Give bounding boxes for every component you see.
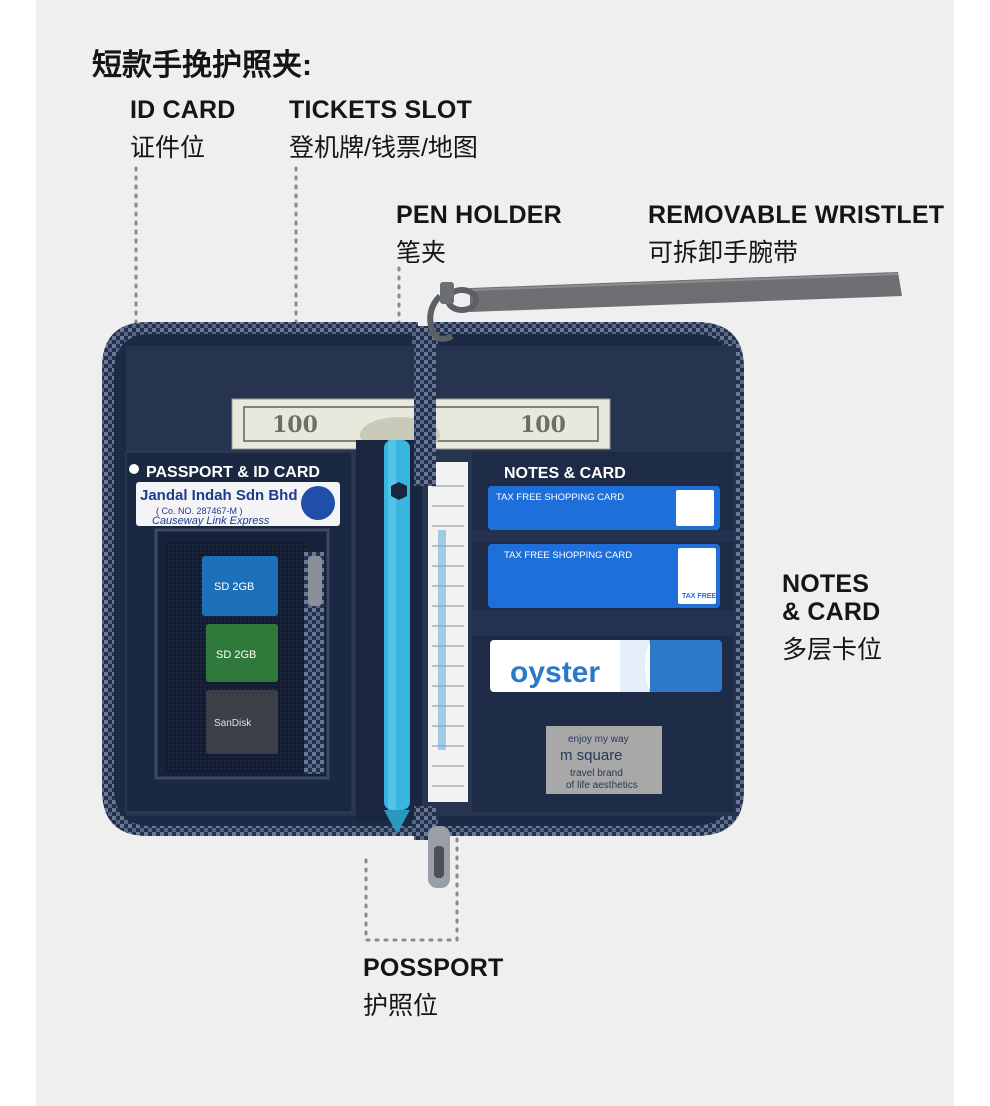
id-card-line3: Causeway Link Express bbox=[152, 515, 270, 527]
tax-free-badge: TAX FREE bbox=[682, 593, 716, 600]
sd-card-3-label: SanDisk bbox=[214, 718, 252, 729]
brand-tag-name: m square bbox=[560, 747, 623, 764]
svg-text:100: 100 bbox=[520, 412, 566, 438]
passport-label-cn: 护照位 bbox=[363, 992, 439, 1020]
pen-tip bbox=[384, 810, 410, 834]
mesh-zipper-pull bbox=[308, 556, 322, 606]
id-card-label-en: ID CARD bbox=[130, 96, 236, 124]
spine-zipper-top bbox=[414, 326, 436, 486]
wristlet bbox=[427, 272, 902, 342]
id-card-line1: Jandal Indah Sdn Bhd bbox=[140, 487, 298, 504]
id-card-insert: Jandal Indah Sdn Bhd ( Co. NO. 287467-M … bbox=[136, 482, 340, 527]
brand-tag-top: enjoy my way bbox=[568, 734, 629, 745]
brand-tag-sub2: of life aesthetics bbox=[566, 780, 638, 791]
tax-free-card-1-title: TAX FREE SHOPPING CARD bbox=[496, 492, 624, 503]
brand-tag-sub1: travel brand bbox=[570, 768, 623, 779]
wristlet-label-en: REMOVABLE WRISTLET bbox=[648, 201, 945, 229]
tickets-slot-label-en: TICKETS SLOT bbox=[289, 96, 472, 124]
sd-card-1-label: SD 2GB bbox=[214, 581, 254, 593]
page-heading: 短款手挽护照夹: bbox=[92, 49, 312, 82]
sd-cards: SD 2GB SD 2GB SanDisk bbox=[202, 556, 278, 754]
id-card-label-cn: 证件位 bbox=[130, 134, 206, 162]
mesh-zipper bbox=[304, 552, 324, 774]
pen-clip-rivet bbox=[391, 482, 407, 500]
tax-free-card-1: TAX FREE SHOPPING CARD bbox=[488, 486, 720, 530]
tax-free-card-2: TAX FREE SHOPPING CARD TAX FREE bbox=[488, 544, 720, 608]
sd-card-2-label: SD 2GB bbox=[216, 649, 256, 661]
notes-card-side-label-cn: 多层卡位 bbox=[782, 636, 883, 664]
oyster-card: oyster bbox=[490, 640, 722, 692]
brand-tag: enjoy my way m square travel brand of li… bbox=[546, 726, 662, 794]
notes-card-label: NOTES & CARD bbox=[504, 465, 626, 482]
pen-holder-label-en: PEN HOLDER bbox=[396, 201, 562, 229]
tickets-slot-label-cn: 登机牌/钱票/地图 bbox=[289, 134, 478, 162]
notes-card-side-label-en2: & CARD bbox=[782, 598, 881, 626]
passport-id-label: PASSPORT & ID CARD bbox=[146, 464, 320, 481]
svg-text:100: 100 bbox=[272, 412, 318, 438]
tax-free-card-2-title: TAX FREE SHOPPING CARD bbox=[504, 550, 632, 561]
ticket-slip bbox=[428, 462, 468, 802]
notes-card-side-label-en1: NOTES bbox=[782, 570, 870, 598]
wristlet-label-cn: 可拆卸手腕带 bbox=[648, 239, 799, 267]
pen-holder-label-cn: 笔夹 bbox=[396, 239, 447, 267]
oyster-text: oyster bbox=[510, 656, 600, 689]
stitch-dot bbox=[129, 464, 139, 474]
id-card-line2: ( Co. NO. 287467-M ) bbox=[156, 506, 243, 516]
passport-label-en: POSSPORT bbox=[363, 954, 504, 982]
